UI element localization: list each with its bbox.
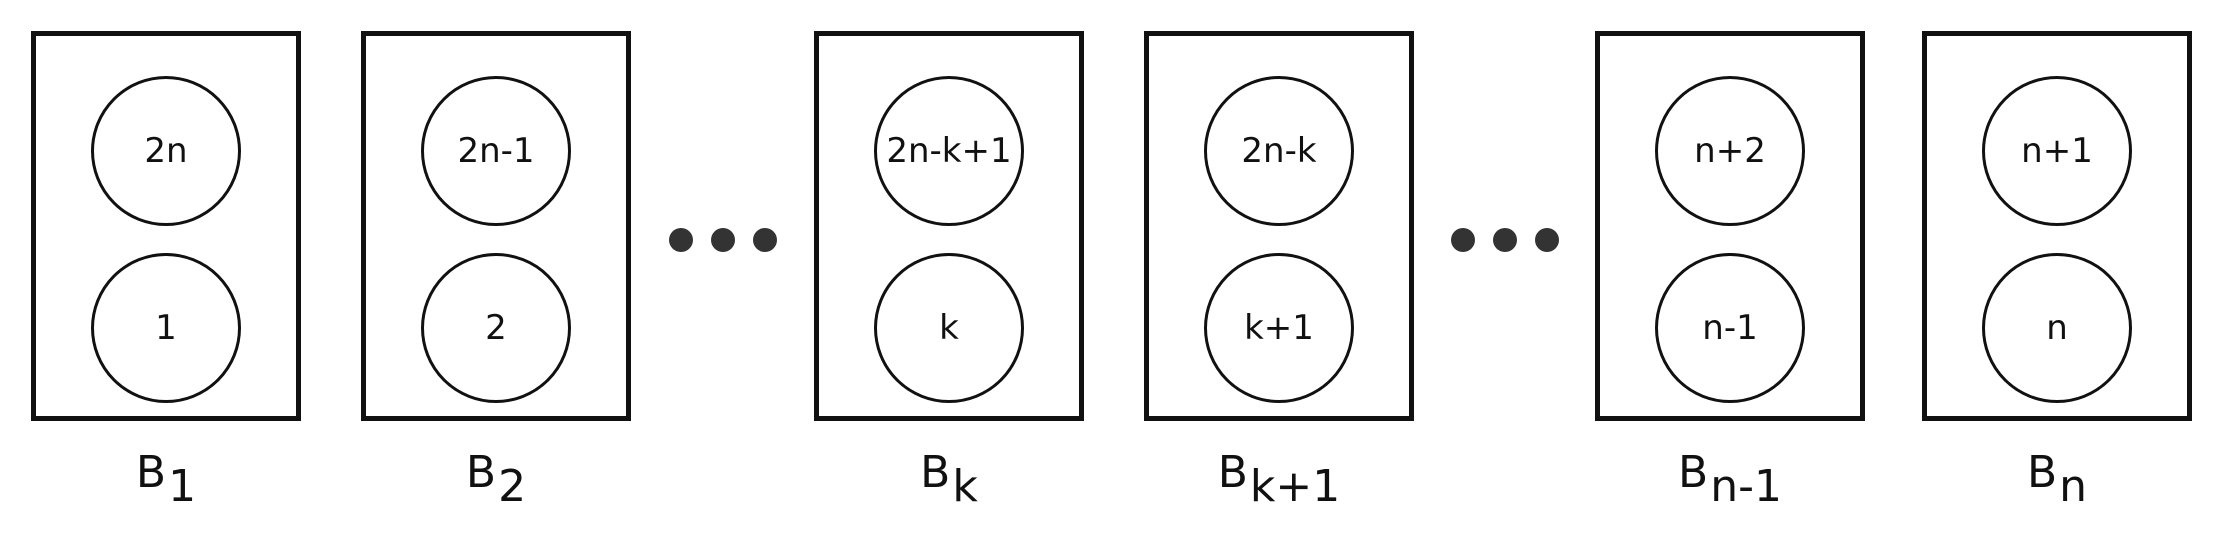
ellipsis-left [669,228,777,254]
ellipsis-dot [1535,228,1559,252]
bin-n-label-subscript: n [2059,461,2088,512]
bin-2-label-letter: B [465,447,497,498]
bin-k-plus-1-bottom-ball: k+1 [1204,253,1354,403]
bin-1-bottom-ball: 1 [91,253,241,403]
bin-n-minus-1-label-letter: B [1678,447,1709,498]
ellipsis-dot [1493,228,1517,252]
bin-n: n+1 n [1922,31,2192,421]
bin-n-label-letter: B [2026,447,2058,498]
ellipsis-right [1451,228,1559,254]
bin-1-label-subscript: 1 [168,461,197,512]
bin-2-label-subscript: 2 [498,461,527,512]
bin-1: 2n 1 [31,31,301,421]
ellipsis-dot [711,228,735,252]
bin-k-label-letter: B [920,447,951,498]
bin-1-label: B1 [31,447,301,512]
bin-n-minus-1-bottom-ball: n-1 [1655,253,1805,403]
bin-k-plus-1: 2n-k k+1 [1144,31,1414,421]
bin-k-plus-1-label-letter: B [1217,447,1248,498]
bin-n-label: Bn [1922,447,2192,512]
bin-n-minus-1-label: Bn-1 [1595,447,1865,512]
bin-k-plus-1-top-ball: 2n-k [1204,76,1354,226]
bin-k-plus-1-label-subscript: k+1 [1249,461,1341,512]
bin-n-minus-1: n+2 n-1 [1595,31,1865,421]
bin-k-label-subscript: k [952,461,978,512]
bin-2-top-ball: 2n-1 [421,76,571,226]
bin-k-label: Bk [814,447,1084,512]
bin-2: 2n-1 2 [361,31,631,421]
bin-k: 2n-k+1 k [814,31,1084,421]
bin-k-plus-1-label: Bk+1 [1144,447,1414,512]
bin-k-top-ball: 2n-k+1 [874,76,1024,226]
bin-n-bottom-ball: n [1982,253,2132,403]
bin-k-bottom-ball: k [874,253,1024,403]
ellipsis-dot [1451,228,1475,252]
bin-n-minus-1-label-subscript: n-1 [1710,461,1782,512]
bin-2-bottom-ball: 2 [421,253,571,403]
ellipsis-dot [669,228,693,252]
ellipsis-dot [753,228,777,252]
bin-n-minus-1-top-ball: n+2 [1655,76,1805,226]
bin-2-label: B2 [361,447,631,512]
bin-1-label-letter: B [135,447,167,498]
bin-n-top-ball: n+1 [1982,76,2132,226]
bin-1-top-ball: 2n [91,76,241,226]
